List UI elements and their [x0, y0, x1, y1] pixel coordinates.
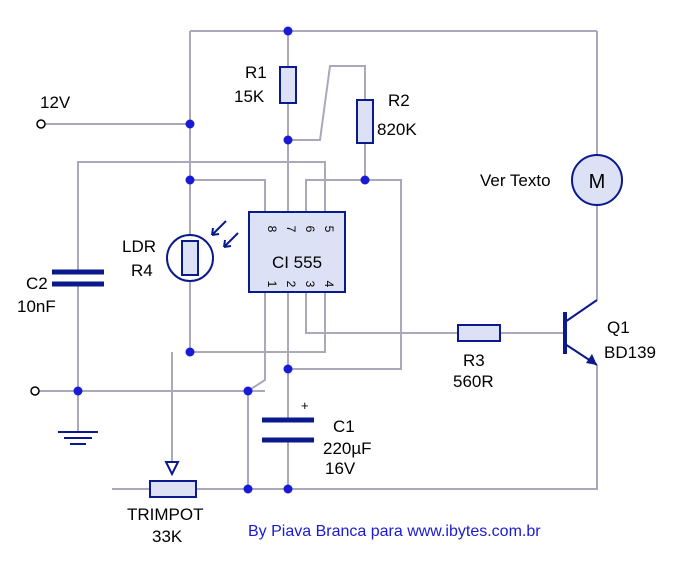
r2-ref: R2: [388, 91, 410, 110]
junction-dot: [360, 175, 370, 185]
c1-value: 220µF: [323, 439, 372, 458]
q1-part: BD139: [604, 343, 656, 362]
pin-label-1: 1: [265, 281, 279, 288]
r1-ref: R1: [245, 63, 267, 82]
trimpot-wiper-icon: [164, 461, 180, 477]
ldr-body: [181, 240, 199, 276]
pin-label-7: 7: [284, 226, 298, 233]
ground-terminal: [30, 386, 40, 396]
transistor-q1: Q1 BD139: [563, 299, 656, 366]
r3-value: 560R: [453, 372, 494, 391]
junction-dot: [73, 386, 83, 396]
junction-dot: [283, 364, 293, 374]
c1-voltage: 16V: [325, 459, 356, 478]
trimpot-value: 33K: [152, 527, 183, 546]
ldr-r4: LDR R4: [122, 220, 239, 282]
q1-ref: Q1: [607, 318, 630, 337]
motor-label: Ver Texto: [480, 171, 551, 190]
ic-name: CI 555: [272, 253, 322, 272]
ldr-ref: LDR: [122, 237, 156, 256]
wiring: [38, 30, 598, 490]
pin5-c2-wire: [77, 161, 326, 272]
r1-value: 15K: [234, 87, 265, 106]
motor-symbol: M: [589, 171, 606, 193]
pin-label-2: 2: [284, 281, 298, 288]
r2-value: 820K: [377, 120, 417, 139]
trimpot-ref: TRIMPOT: [127, 505, 204, 524]
pin8-wire: [190, 179, 266, 212]
ldr-ref2: R4: [131, 261, 153, 280]
pin6-trigger-wire: [288, 179, 402, 370]
r3-resistor: [457, 324, 501, 342]
motor-circle: [571, 154, 623, 206]
ground-symbol-icon: [58, 431, 98, 445]
junction-dots: [73, 26, 370, 494]
junction-dot: [185, 119, 195, 129]
supply-label: 12V: [40, 93, 71, 112]
q1-emitter-arrow-icon: [586, 354, 597, 365]
junction-dot: [283, 484, 293, 494]
junction-dot: [283, 135, 293, 145]
pin1-ground-wire: [247, 292, 266, 489]
c1-polarity: +: [301, 398, 309, 413]
c1-capacitor: + C1 220µF 16V: [262, 398, 372, 478]
r2-top-wire: [288, 65, 366, 141]
light-arrow-2-icon: [223, 232, 239, 248]
pin-label-8: 8: [265, 226, 279, 233]
pin-label-3: 3: [303, 281, 317, 288]
pin3-wire: [305, 292, 458, 334]
junction-dot: [185, 175, 195, 185]
c2-value: 10nF: [17, 297, 56, 316]
q1-collector: [564, 299, 598, 323]
credit-text: By Piava Branca para www.ibytes.com.br: [248, 523, 541, 540]
pin-label-6: 6: [303, 226, 317, 233]
supply-terminal: [36, 119, 46, 129]
bottom-rail-wire: [196, 365, 598, 490]
junction-dot: [185, 347, 195, 357]
junction-dot: [243, 484, 253, 494]
trimpot: TRIMPOT 33K: [127, 461, 204, 546]
c1-ref: C1: [333, 417, 355, 436]
light-arrow-1-icon: [211, 220, 227, 236]
r1-resistor: [279, 66, 297, 104]
pin-label-5: 5: [322, 226, 336, 233]
c2-capacitor: C2 10nF: [17, 269, 104, 316]
pin-label-4: 4: [322, 281, 336, 288]
junction-dot: [283, 26, 293, 36]
r2-resistor: [356, 99, 374, 144]
motor: M Ver Texto: [480, 154, 623, 206]
ic-body: [248, 211, 346, 293]
c2-ref: C2: [26, 274, 48, 293]
ic-555: CI 555 8 7 6 5 1 2 3 4: [248, 211, 346, 293]
trimpot-body: [149, 480, 197, 498]
junction-dot: [243, 386, 253, 396]
ldr-bottom-wire: [190, 292, 326, 353]
r3-ref: R3: [463, 351, 485, 370]
